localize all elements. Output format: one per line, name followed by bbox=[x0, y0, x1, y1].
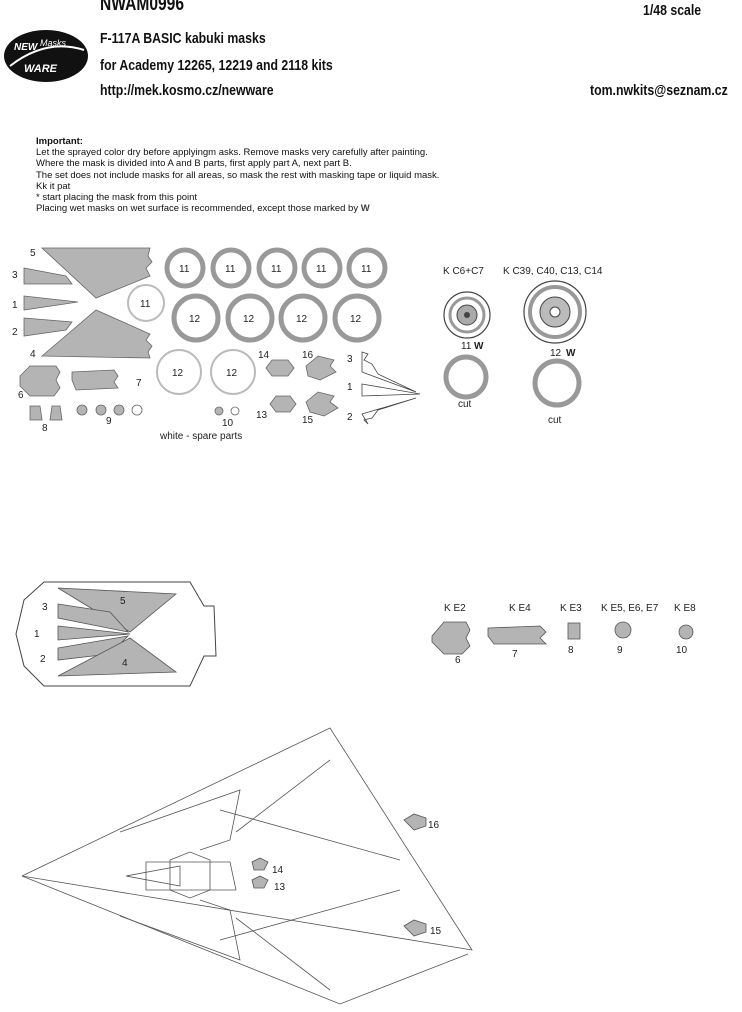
ring-label: 12 bbox=[243, 314, 255, 325]
wheel-masks: K C6+C7 K C39, C40, C13, C14 11 W 12 W c… bbox=[443, 266, 603, 426]
part-label: 10 bbox=[222, 418, 234, 429]
wet-mark-icon: W bbox=[360, 203, 370, 215]
ring-label: 12 bbox=[189, 314, 201, 325]
wheel-num: 12 bbox=[550, 348, 562, 359]
part-label: 7 bbox=[136, 378, 142, 389]
small-part-masks bbox=[19, 355, 339, 421]
ring-label: 11 bbox=[271, 264, 282, 275]
canopy-label: 1 bbox=[12, 300, 18, 311]
product-title: F-117A BASIC kabuki masks bbox=[100, 30, 266, 47]
ring-label: 11 bbox=[179, 264, 190, 275]
note-line: Kk it pat bbox=[36, 180, 71, 192]
spare-parts-note: white - spare parts bbox=[159, 431, 242, 442]
plan-label: 13 bbox=[274, 882, 286, 893]
ring-label: 12 bbox=[296, 314, 308, 325]
side-label: 2 bbox=[347, 412, 353, 423]
side-label: 3 bbox=[347, 354, 353, 365]
diagram-label: 1 bbox=[34, 629, 40, 640]
part-code: K E3 bbox=[560, 603, 582, 614]
ring-masks bbox=[127, 247, 388, 395]
part-num: 10 bbox=[676, 645, 688, 656]
ring-label: 12 bbox=[226, 368, 238, 379]
diagram-label: 4 bbox=[122, 658, 128, 669]
side-window-masks bbox=[361, 351, 421, 425]
part-label: 14 bbox=[258, 350, 270, 361]
svg-text:Masks: Masks bbox=[40, 38, 67, 48]
ring-label: 12 bbox=[350, 314, 362, 325]
part-label: 9 bbox=[106, 416, 112, 427]
note-line: Placing wet masks on wet surface is reco… bbox=[36, 203, 370, 215]
ring-label: 11 bbox=[225, 264, 236, 275]
newware-logo: NEW Masks WARE bbox=[4, 30, 88, 82]
note-line: The set does not include masks for all a… bbox=[36, 169, 440, 181]
svg-text:NEW: NEW bbox=[14, 42, 39, 53]
canopy-diagram: 5 3 1 2 4 bbox=[15, 581, 217, 687]
scale-label: 1/48 scale bbox=[643, 2, 702, 19]
diagram-label: 5 bbox=[120, 596, 126, 607]
part-label: 13 bbox=[256, 410, 268, 421]
website-link[interactable]: http://mek.kosmo.cz/newware bbox=[100, 82, 274, 99]
part-num: 6 bbox=[455, 655, 461, 666]
wheel-code: K C39, C40, C13, C14 bbox=[503, 266, 603, 277]
note-line: * start placing the mask from this point bbox=[36, 192, 198, 204]
wet-mark-icon: W bbox=[474, 341, 484, 352]
email-link[interactable]: tom.nwkits@seznam.cz bbox=[590, 82, 728, 99]
part-code: K E8 bbox=[674, 603, 696, 614]
note-line: Where the mask is divided into A and B p… bbox=[36, 158, 352, 170]
plan-label: 14 bbox=[272, 865, 284, 876]
note-important: Important: bbox=[36, 136, 83, 147]
canopy-label: 2 bbox=[12, 327, 18, 338]
wet-mark-icon: W bbox=[566, 348, 576, 359]
svg-text:WARE: WARE bbox=[24, 63, 58, 75]
part-label: 15 bbox=[302, 415, 314, 426]
instructions: Important: Let the sprayed color dry bef… bbox=[36, 136, 439, 214]
diagram-label: 2 bbox=[40, 654, 46, 665]
kit-compat: for Academy 12265, 12219 and 2118 kits bbox=[100, 57, 333, 74]
part-label: 8 bbox=[42, 423, 48, 434]
diagram-label: 3 bbox=[42, 602, 48, 613]
note-line: Let the sprayed color dry before applyin… bbox=[36, 147, 428, 159]
ring-label: 11 bbox=[316, 264, 327, 275]
part-num: 9 bbox=[617, 645, 623, 656]
product-code: NWAM0996 bbox=[100, 0, 184, 15]
part-label: 16 bbox=[302, 350, 314, 361]
side-label: 1 bbox=[347, 382, 353, 393]
wheel-num: 11 bbox=[461, 341, 472, 352]
small-parts-row: K E2 K E4 K E3 K E5, E6, E7 K E8 6 7 8 9… bbox=[431, 603, 696, 666]
plan-mask-markers bbox=[251, 813, 427, 937]
wheel-code: K C6+C7 bbox=[443, 266, 484, 277]
ring-label: 11 bbox=[140, 299, 151, 310]
canopy-masks bbox=[23, 247, 153, 359]
ring-label: 11 bbox=[361, 264, 372, 275]
plan-label: 16 bbox=[428, 820, 440, 831]
cut-label: cut bbox=[548, 415, 562, 426]
aircraft-plan bbox=[21, 727, 473, 1005]
plan-label: 15 bbox=[430, 926, 442, 937]
part-code: K E5, E6, E7 bbox=[601, 603, 659, 614]
part-code: K E4 bbox=[509, 603, 531, 614]
part-num: 7 bbox=[512, 649, 518, 660]
cut-label: cut bbox=[458, 399, 472, 410]
ring-label: 12 bbox=[172, 368, 184, 379]
part-code: K E2 bbox=[444, 603, 466, 614]
canopy-label: 5 bbox=[30, 248, 36, 259]
canopy-label: 4 bbox=[30, 349, 36, 360]
part-num: 8 bbox=[568, 645, 574, 656]
part-label: 6 bbox=[18, 390, 24, 401]
canopy-label: 3 bbox=[12, 270, 18, 281]
